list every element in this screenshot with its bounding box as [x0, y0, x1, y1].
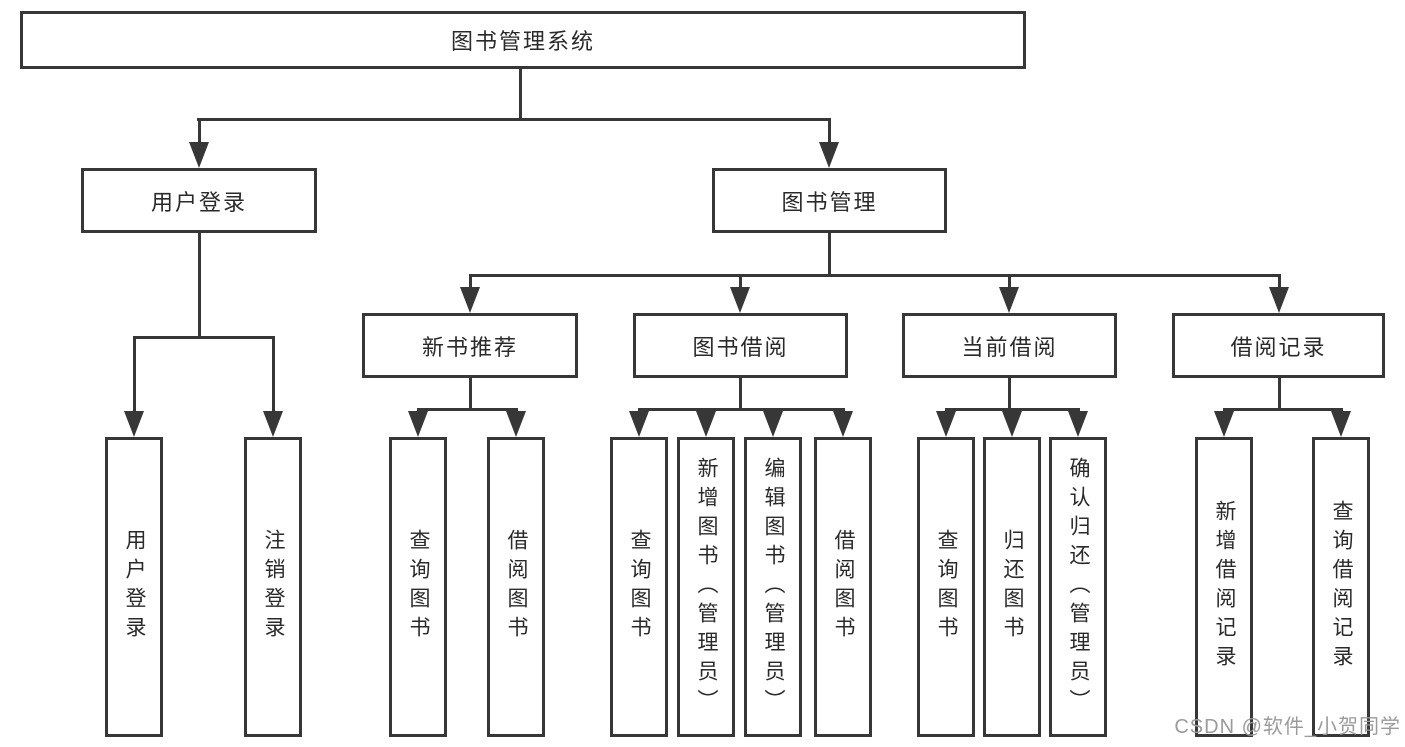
node-label: 编辑图书（管理员） — [762, 456, 785, 718]
connector-line — [198, 233, 201, 336]
connector-line — [638, 408, 844, 411]
leaf-add-books-admin: 新增图书（管理员） — [677, 437, 735, 737]
node-new-book-recommendation: 新书推荐 — [362, 313, 578, 378]
node-borrowing-records: 借阅记录 — [1172, 313, 1385, 378]
node-user-login: 用户登录 — [81, 168, 317, 233]
connector-line — [198, 118, 201, 146]
node-label: 归还图书 — [1001, 529, 1024, 645]
connector-line — [1008, 378, 1011, 408]
arrow-down — [999, 287, 1019, 313]
arrow-down — [1002, 411, 1022, 437]
arrow-down — [460, 287, 480, 313]
connector-line — [469, 274, 1280, 277]
node-label: 当前借阅 — [961, 334, 1058, 360]
connector-line — [828, 233, 831, 274]
leaf-query-books-borrowing: 查询图书 — [610, 437, 668, 737]
node-label: 用户登录 — [123, 529, 146, 645]
node-label: 查询图书 — [628, 529, 651, 645]
arrow-down — [730, 287, 750, 313]
connector-line — [272, 336, 275, 413]
arrow-down — [1214, 411, 1234, 437]
arrow-down — [696, 411, 716, 437]
arrow-down — [763, 411, 783, 437]
node-label: 新书推荐 — [421, 334, 518, 360]
leaf-borrow-books-recommend: 借阅图书 — [487, 437, 545, 737]
connector-line — [1223, 408, 1343, 411]
node-label: 借阅记录 — [1230, 334, 1327, 360]
connector-line — [469, 378, 472, 408]
node-label: 图书管理 — [781, 189, 878, 215]
arrow-down — [263, 411, 283, 437]
arrow-down — [124, 411, 144, 437]
connector-line — [828, 118, 831, 146]
leaf-edit-books-admin: 编辑图书（管理员） — [744, 437, 802, 737]
node-label: 借阅图书 — [505, 529, 528, 645]
connector-line — [1008, 274, 1011, 290]
node-label: 确认归还（管理员） — [1067, 456, 1090, 718]
connector-line — [133, 336, 275, 339]
connector-line — [133, 336, 136, 413]
connector-line — [519, 69, 522, 118]
leaf-logout: 注销登录 — [244, 437, 302, 737]
arrow-down — [1068, 411, 1088, 437]
node-label: 用户登录 — [150, 189, 247, 215]
connector-line — [197, 118, 831, 121]
node-label: 注销登录 — [262, 529, 285, 645]
arrow-down — [506, 411, 526, 437]
connector-line — [1278, 378, 1281, 408]
arrow-down — [936, 411, 956, 437]
node-label: 借阅图书 — [832, 529, 855, 645]
node-label: 新增借阅记录 — [1213, 500, 1236, 674]
connector-line — [739, 378, 742, 408]
leaf-return-books: 归还图书 — [983, 437, 1041, 737]
leaf-confirm-return-admin: 确认归还（管理员） — [1049, 437, 1107, 737]
node-library-management-system: 图书管理系统 — [20, 11, 1026, 69]
leaf-query-books-recommend: 查询图书 — [389, 437, 447, 737]
arrow-down — [629, 411, 649, 437]
watermark: CSDN @软件_小贺同学 — [1174, 716, 1401, 738]
connector-line — [469, 274, 472, 290]
node-label: 图书管理系统 — [450, 29, 595, 54]
node-label: 查询图书 — [407, 529, 430, 645]
leaf-query-books-current: 查询图书 — [917, 437, 975, 737]
node-book-management: 图书管理 — [712, 168, 947, 233]
connector-line — [1278, 274, 1281, 290]
arrow-down — [1331, 411, 1351, 437]
arrow-down — [819, 142, 839, 168]
leaf-add-borrow-record: 新增借阅记录 — [1195, 437, 1253, 737]
node-book-borrowing: 图书借阅 — [633, 313, 848, 378]
leaf-query-borrow-record: 查询借阅记录 — [1312, 437, 1370, 737]
node-label: 查询图书 — [935, 529, 958, 645]
node-label: 新增图书（管理员） — [695, 456, 718, 718]
arrow-down — [189, 142, 209, 168]
leaf-user-login: 用户登录 — [105, 437, 163, 737]
node-current-borrowing: 当前借阅 — [902, 313, 1117, 378]
arrow-down — [408, 411, 428, 437]
connector-line — [417, 408, 518, 411]
node-label: 图书借阅 — [692, 334, 789, 360]
arrow-down — [833, 411, 853, 437]
connector-line — [739, 274, 742, 290]
node-label: 查询借阅记录 — [1330, 500, 1353, 674]
arrow-down — [1269, 287, 1289, 313]
leaf-borrow-books-borrowing: 借阅图书 — [814, 437, 872, 737]
